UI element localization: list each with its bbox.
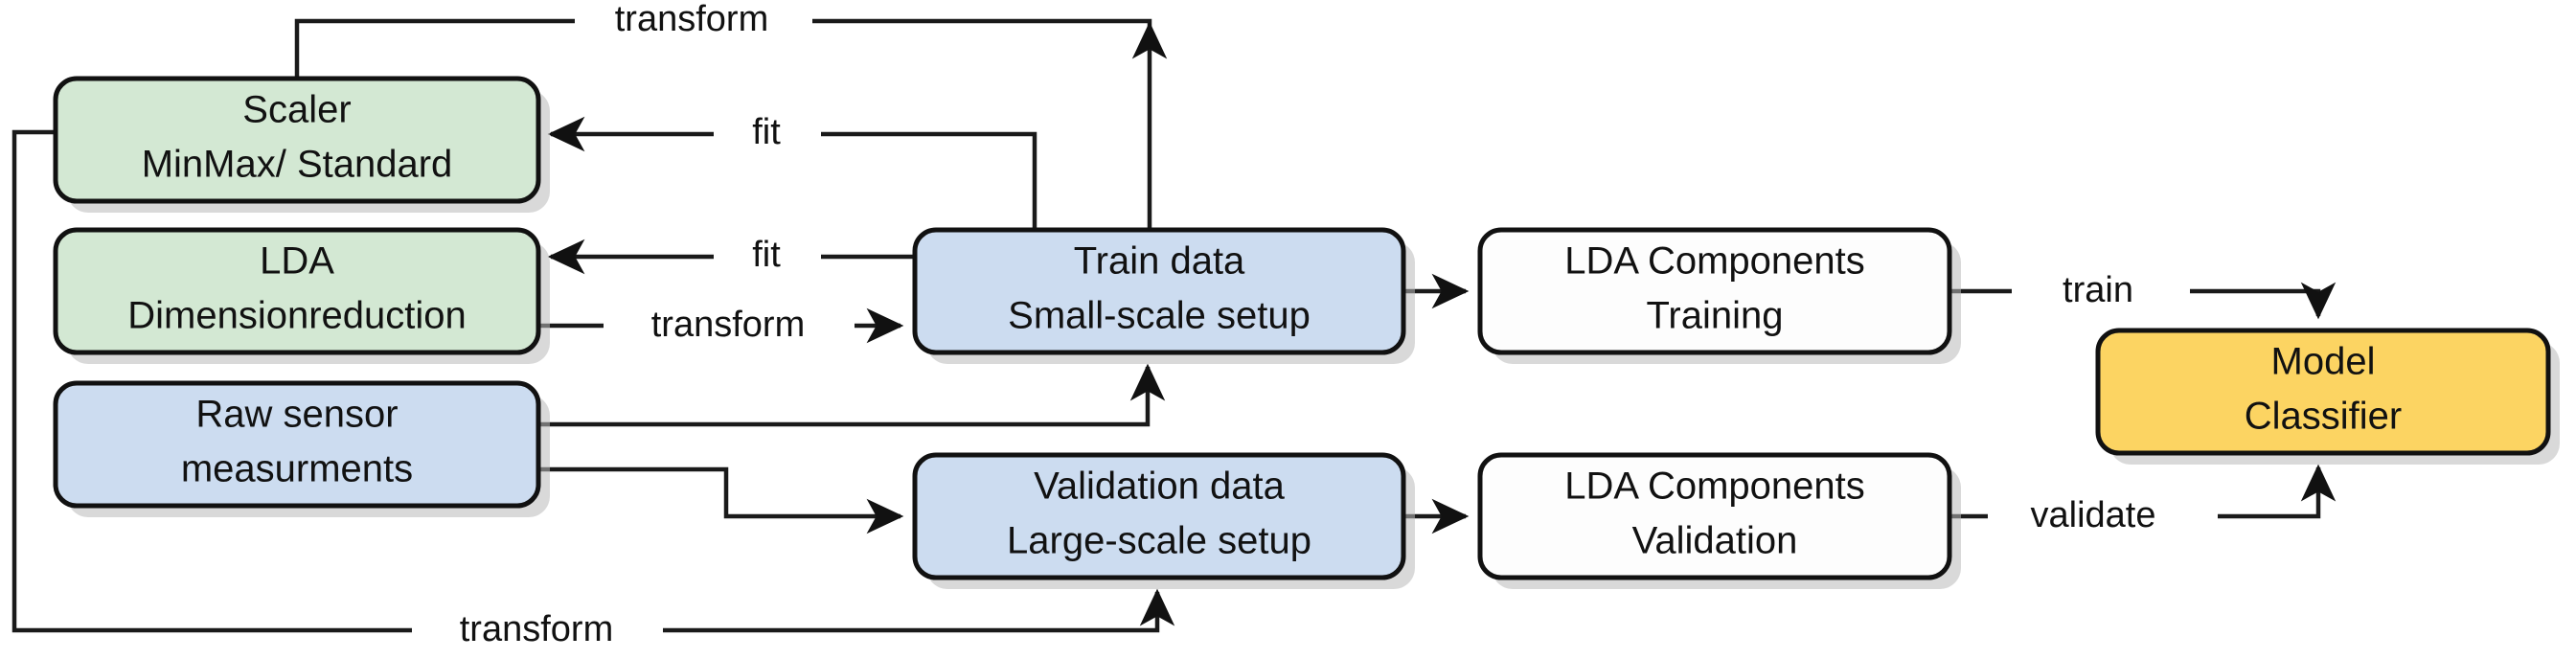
- edge-label-bg-transform-bottom: [412, 611, 663, 651]
- node-lda-components-training-line1: LDA Components: [1564, 240, 1865, 283]
- edge-line-scaler-transform-validation: [11, 129, 1175, 633]
- edge-lda-transform-train: transform: [538, 305, 904, 347]
- edge-raw-to-train: [538, 363, 1166, 427]
- node-lda-components-validation[interactable]: LDA Components Validation: [1477, 452, 1961, 589]
- node-train-data[interactable]: Train data Small-scale setup: [912, 227, 1415, 364]
- edge-ldatrain-train-model: train: [1949, 270, 2337, 320]
- edge-train-fit-scaler: fit: [547, 112, 1037, 230]
- node-train-data-box[interactable]: [912, 227, 1406, 355]
- edge-label-train: train: [2063, 270, 2133, 310]
- edge-label-bg-transform-lda: [604, 307, 855, 347]
- edge-train-fit-lda: fit: [547, 235, 915, 276]
- node-lda-components-training-line2: Training: [1646, 295, 1783, 337]
- edge-line-train-fit-scaler: [547, 116, 1037, 230]
- edge-raw-to-validation: [538, 466, 904, 534]
- node-lda-components-training[interactable]: LDA Components Training: [1477, 227, 1961, 364]
- node-model-classifier-line2: Classifier: [2245, 396, 2402, 438]
- node-train-data-line2: Small-scale setup: [1008, 295, 1311, 337]
- node-lda-components-validation-line2: Validation: [1632, 520, 1798, 562]
- edge-label-transform-bottom: transform: [460, 609, 613, 649]
- node-scaler[interactable]: Scaler MinMax/ Standard: [53, 76, 550, 213]
- edge-scaler-transform-validation: transform: [11, 129, 1175, 651]
- edge-label-transform-lda: transform: [651, 305, 805, 345]
- node-lda-components-validation-line1: LDA Components: [1564, 466, 1865, 508]
- edge-label-validate: validate: [2031, 495, 2156, 535]
- edge-ldavalid-validate-model: validate: [1949, 464, 2337, 537]
- edge-label-bg-transform-top: [575, 2, 812, 40]
- edge-label-bg-train: [2012, 272, 2190, 312]
- node-raw-sensor-line1: Raw sensor: [195, 394, 398, 436]
- node-model-classifier-line1: Model: [2271, 341, 2376, 383]
- edge-train-transform-scaler: transform: [294, 0, 1168, 230]
- edge-label-transform-top: transform: [615, 0, 768, 39]
- edge-label-bg-fit-2: [714, 238, 821, 276]
- edge-label-fit-scaler: fit: [752, 112, 781, 152]
- edge-label-bg-fit-1: [714, 115, 821, 153]
- node-train-data-line1: Train data: [1074, 240, 1245, 283]
- node-lda-line2: Dimensionreduction: [127, 295, 467, 337]
- node-validation-data-box[interactable]: [912, 452, 1406, 580]
- edge-line-raw-to-validation: [538, 466, 904, 534]
- node-lda-line1: LDA: [260, 240, 334, 283]
- edge-line-raw-to-train: [538, 363, 1166, 427]
- edge-label-bg-validate: [1988, 497, 2218, 537]
- node-validation-data-line2: Large-scale setup: [1007, 520, 1311, 562]
- node-validation-data-line1: Validation data: [1034, 466, 1285, 508]
- node-raw-sensor-box[interactable]: [53, 380, 541, 509]
- node-scaler-box[interactable]: [53, 76, 541, 204]
- node-lda-components-training-box[interactable]: [1477, 227, 1952, 355]
- node-scaler-line1: Scaler: [242, 89, 351, 131]
- node-model-classifier-box[interactable]: [2095, 328, 2551, 456]
- edge-label-fit-lda: fit: [752, 235, 781, 275]
- node-validation-data[interactable]: Validation data Large-scale setup: [912, 452, 1415, 589]
- node-scaler-line2: MinMax/ Standard: [142, 144, 453, 186]
- node-lda-components-validation-box[interactable]: [1477, 452, 1952, 580]
- node-raw-sensor[interactable]: Raw sensor measurments: [53, 380, 550, 517]
- node-model-classifier[interactable]: Model Classifier: [2095, 328, 2560, 465]
- node-lda[interactable]: LDA Dimensionreduction: [53, 227, 550, 364]
- node-raw-sensor-line2: measurments: [181, 448, 413, 490]
- node-lda-box[interactable]: [53, 227, 541, 355]
